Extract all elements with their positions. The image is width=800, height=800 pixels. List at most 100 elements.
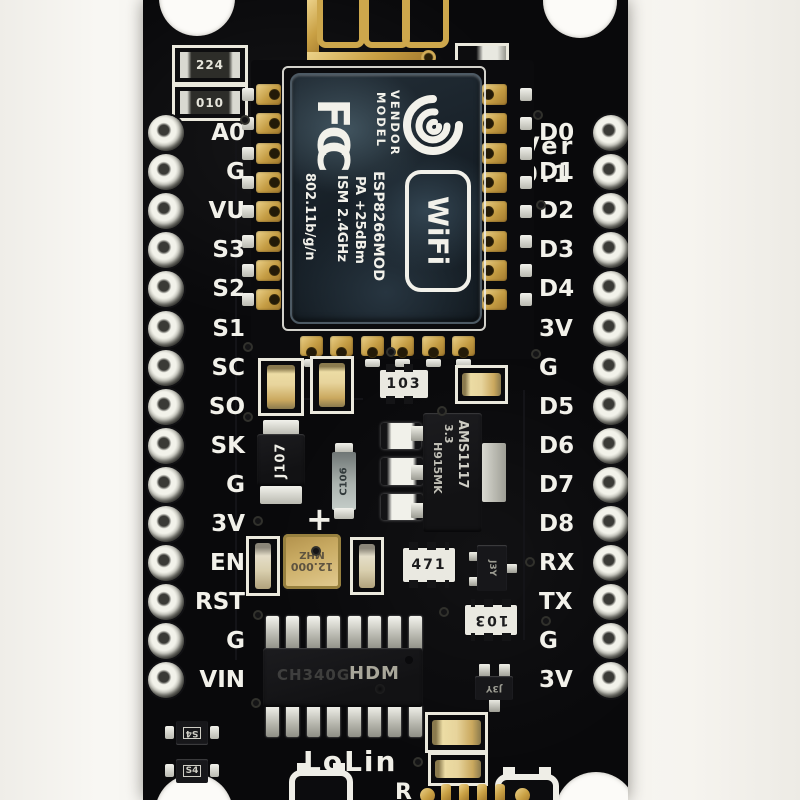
castellation-hole — [269, 176, 280, 188]
module-pad-small — [242, 263, 254, 277]
pin-label-right-D4: D4 — [539, 276, 575, 303]
castellation-hole — [483, 118, 494, 130]
usb-uart-marking: HDM — [349, 663, 400, 684]
pin-hole-left-EN — [148, 545, 184, 582]
via — [533, 110, 543, 120]
castellation-hole — [483, 206, 494, 218]
pin-hole-left-G — [148, 466, 184, 503]
module-castellation-bottom — [452, 336, 475, 358]
ic-pin-top — [368, 616, 381, 650]
module-pad-small — [520, 293, 532, 307]
castellation-hole — [366, 347, 378, 358]
crystal-12mhz: 12.000 MHZ — [283, 534, 341, 589]
usb-pin — [441, 784, 451, 800]
ic-pin-top — [408, 616, 422, 650]
pin-label-left-S3: S3 — [212, 237, 245, 264]
module-pad-small — [242, 293, 254, 307]
module-pad-small — [520, 175, 532, 189]
pin-hole-left-VIN — [148, 662, 184, 699]
mount-hole-top-left — [159, 0, 235, 36]
via — [536, 200, 546, 210]
module-pad-small — [242, 175, 254, 189]
module-castellation-left — [256, 259, 281, 281]
pin-label-right-RX: RX — [539, 550, 575, 577]
castellation-hole — [458, 347, 469, 358]
module-pad-small — [242, 88, 254, 101]
pin-label-left-G: G — [226, 159, 245, 186]
via — [386, 347, 396, 357]
regulator-label-2: 3.3 — [442, 424, 455, 444]
module-castellation-right — [482, 84, 507, 105]
castellation-hole — [483, 294, 494, 306]
castellation-hole — [269, 264, 280, 276]
castellation-hole — [483, 147, 494, 159]
module-castellation-left — [256, 171, 281, 193]
transistor-j3y-2-label: J3Y — [485, 683, 503, 693]
usb-r-mark: R — [395, 780, 413, 800]
pcb-trace — [235, 140, 237, 660]
pin-label-left-SO: SO — [208, 393, 245, 420]
module-vendor-label: VENDOR — [388, 90, 402, 157]
module-rf-shield — [290, 73, 482, 324]
module-pad-small — [242, 234, 254, 248]
usb-pad — [515, 788, 530, 800]
transistor-j3y-1-label: J3Y — [487, 559, 497, 577]
mount-hole-bottom-right — [555, 772, 628, 800]
pin-label-right-D8: D8 — [539, 511, 575, 537]
castellation-hole — [269, 235, 280, 247]
module-model-label: MODEL — [374, 92, 388, 148]
pin-label-right-D3: D3 — [539, 237, 575, 264]
castellation-hole — [269, 147, 280, 159]
pin-hole-right-G — [593, 623, 628, 660]
pin-label-left-RST: RST — [195, 589, 245, 616]
pin-hole-right-D7 — [593, 466, 628, 503]
pin-label-right-G: G — [539, 628, 558, 655]
capacitor — [310, 356, 354, 414]
pin-hole-left-G — [148, 154, 184, 191]
pin-label-left-S1: S1 — [212, 315, 245, 342]
module-castellation-right — [482, 113, 507, 135]
castellation-hole — [483, 176, 494, 188]
module-castellation-left — [256, 84, 281, 105]
usb-pin — [477, 784, 487, 800]
castellation-hole — [483, 89, 494, 100]
ic-pin-bottom — [408, 705, 422, 737]
pin-label-right-G: G — [539, 354, 558, 381]
polarity-plus-mark: + — [306, 500, 334, 538]
antenna-trace-horizontal — [307, 52, 429, 62]
ic-pin-bottom — [306, 705, 320, 737]
capacitor-c106-label: C106 — [338, 466, 350, 496]
pin-hole-left-S3 — [148, 232, 184, 269]
castellation-hole — [306, 347, 317, 358]
pin-hole-right-RX — [593, 545, 628, 582]
resistor-network-471: 471 — [403, 542, 455, 588]
pin-hole-left-3V — [148, 506, 184, 542]
ic-pin-top — [347, 616, 361, 650]
ic-pin-top — [286, 616, 300, 650]
via — [437, 406, 447, 416]
mount-hole-top-right — [543, 0, 617, 38]
pin-label-right-3V: 3V — [539, 667, 573, 694]
pin-hole-right-D1 — [593, 154, 628, 191]
pin-hole-right-D8 — [593, 506, 628, 542]
via — [243, 412, 253, 422]
castellation-hole — [397, 347, 409, 358]
castellation-hole — [483, 235, 494, 247]
pin-hole-left-S2 — [148, 271, 184, 308]
ic-pin-top — [306, 616, 320, 650]
pin-label-left-EN: EN — [210, 550, 245, 577]
via — [311, 546, 321, 556]
pin-hole-left-S1 — [148, 310, 184, 347]
module-ism-label: ISM 2.4GHz — [334, 175, 350, 263]
wifi-logo-text: WiFi — [421, 196, 455, 266]
pin-hole-left-VU — [148, 193, 184, 230]
castellation-hole — [269, 118, 280, 130]
usb-uart-faint-marking: CH340G — [277, 666, 351, 684]
castellation-hole — [336, 347, 348, 358]
crystal-frequency: 12.000 — [290, 560, 334, 574]
pin-label-right-D7: D7 — [539, 471, 575, 498]
via — [525, 557, 535, 567]
module-castellation-left — [256, 230, 281, 252]
